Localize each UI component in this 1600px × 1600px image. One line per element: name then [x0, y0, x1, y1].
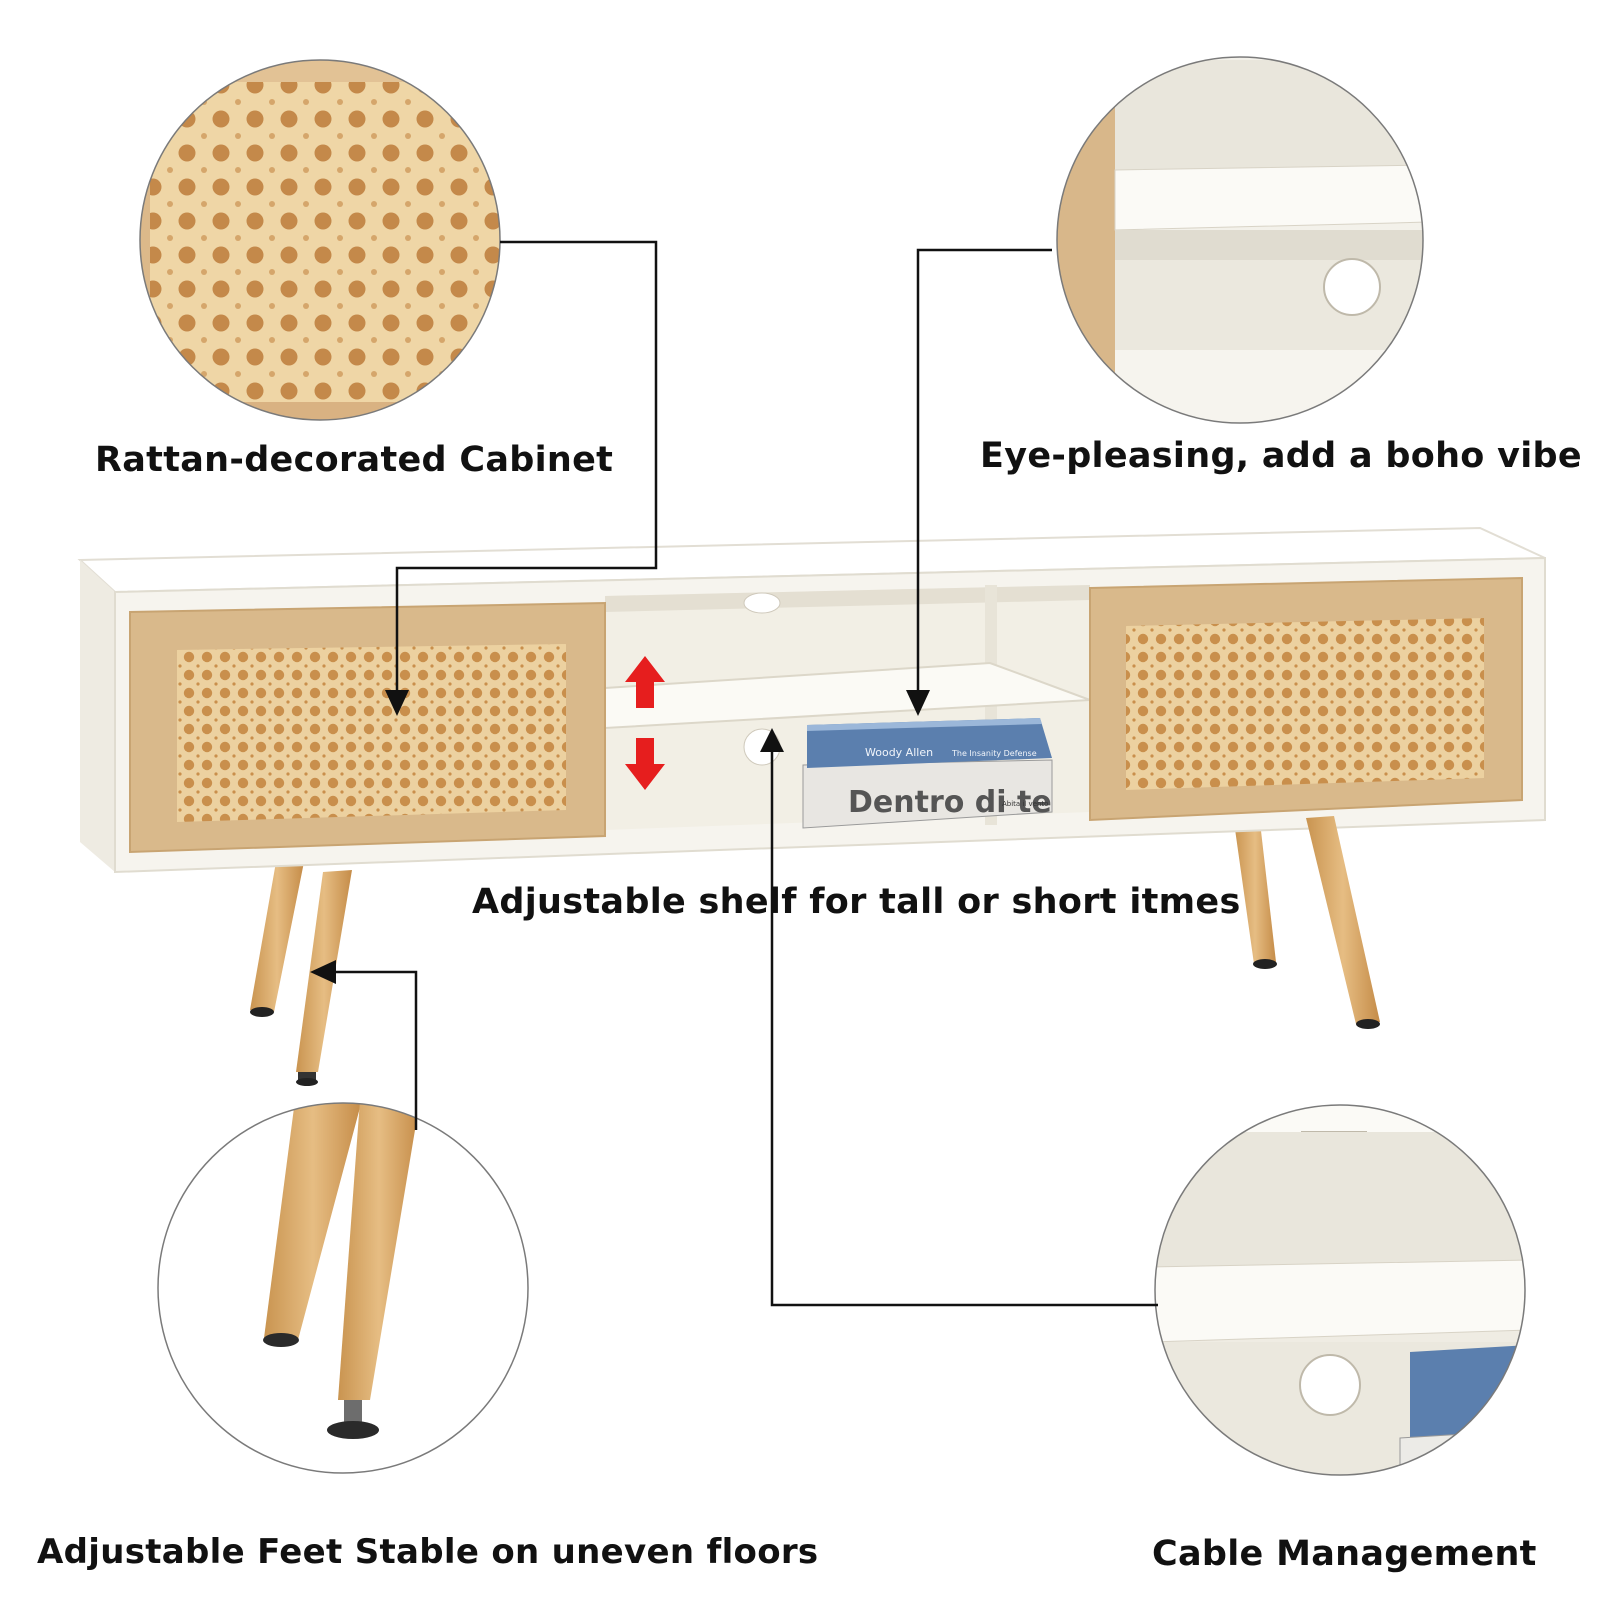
callout-lines: [325, 240, 1158, 1307]
caption-adjustable-shelf: Adjustable shelf for tall or short itmes: [472, 882, 1241, 922]
books: Dentro di te Abita il vento Woody Allen …: [802, 718, 1053, 829]
connector-shelf: [916, 248, 1052, 700]
book-top-title: The Insanity Defense: [951, 749, 1037, 758]
book-top-author: Woody Allen: [865, 746, 933, 759]
connector-cable: [770, 742, 1158, 1307]
cable-hole-closeup: [1323, 258, 1381, 316]
left-sliding-door: [129, 601, 606, 854]
caption-rattan-cabinet: Rattan-decorated Cabinet: [95, 440, 614, 480]
shelf-adjust-arrows: [625, 656, 665, 790]
connector-feet: [325, 970, 418, 1130]
book-closeup-fragment: Wo: [1495, 1394, 1523, 1415]
leg-front-right: [1306, 816, 1380, 1024]
connector-rattan: [395, 240, 658, 700]
closeup-rattan: [139, 59, 501, 421]
closeup-feet: [157, 1102, 529, 1474]
closeup-shelf: [1056, 56, 1424, 424]
caption-boho-vibe: Eye-pleasing, add a boho vibe: [980, 436, 1582, 476]
leg-back-right: [1234, 822, 1276, 964]
tv-cabinet: Dentro di te Abita il vento Woody Allen …: [77, 526, 1546, 1086]
book-bottom-subtitle: Abita il vento: [1002, 800, 1048, 808]
cable-hole-top: [743, 592, 781, 614]
cabinet-front: [80, 560, 115, 872]
caption-cable-management: Cable Management: [1152, 1534, 1537, 1574]
closeup-cable: Wo: [1154, 1104, 1526, 1476]
caption-adjustable-feet: Adjustable Feet Stable on uneven floors: [37, 1532, 819, 1572]
cable-hole-closeup-lower: [1299, 1354, 1361, 1416]
book-bottom-title: Dentro di te: [848, 785, 1052, 820]
leg-back-left: [250, 862, 304, 1012]
right-sliding-door: [1089, 576, 1523, 822]
callout-arrowheads: [310, 690, 930, 984]
